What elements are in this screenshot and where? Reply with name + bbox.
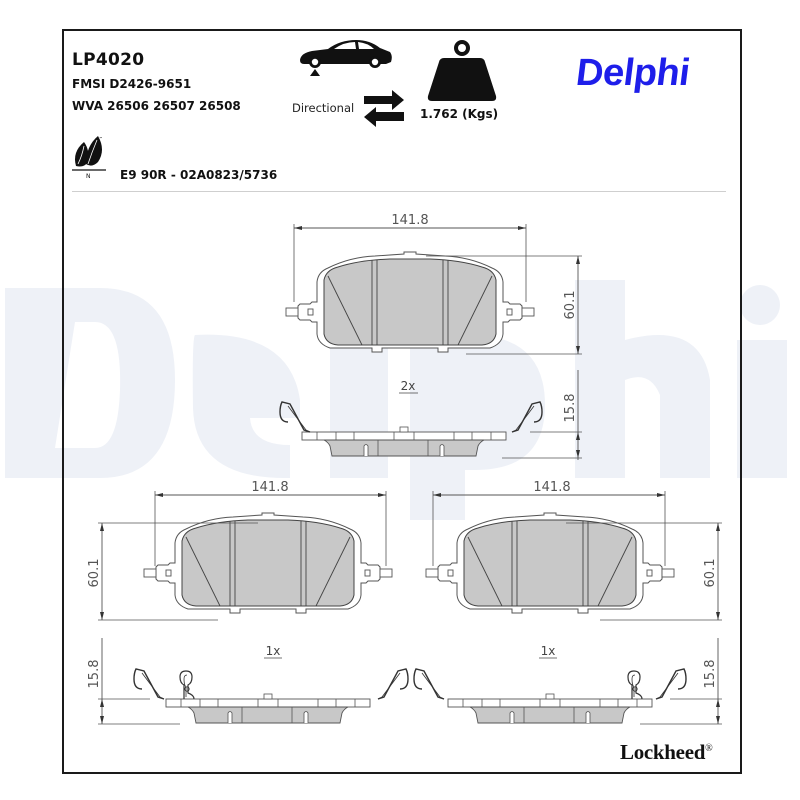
bottom-left-pad-width-dim: 141.8 (251, 480, 288, 495)
eco-leaf-icon: ™ N (72, 136, 106, 180)
bottom-left-pad-quantity: 1x (266, 644, 281, 658)
weight-icon (427, 40, 497, 101)
directional-label: Directional (292, 101, 355, 115)
svg-text:™: ™ (99, 136, 103, 141)
bottom-left-pad-front-view: 141.8 60.1 (87, 480, 393, 621)
approval-code: E9 90R - 02A0823/5736 (120, 168, 278, 182)
part-number: LP4020 (72, 50, 145, 70)
wva-codes: WVA 26506 26507 26508 (72, 99, 241, 113)
top-pad-thickness-dim: 15.8 (563, 394, 578, 423)
weight-value: 1.762 (Kgs) (420, 107, 499, 121)
header-divider (72, 191, 726, 192)
bottom-right-pad-side-view: 1x 15.8 (413, 638, 722, 725)
footer-brand-text: Lockheed (620, 740, 706, 764)
bottom-right-pad-quantity: 1x (541, 644, 556, 658)
brand-logo: Delphi (574, 52, 691, 94)
registered-mark: ® (705, 743, 713, 754)
top-pad-quantity: 2x (401, 379, 416, 393)
bottom-right-pad-width-dim: 141.8 (533, 480, 570, 495)
footer-brand-logo: Lockheed® (620, 740, 713, 765)
top-pad-width-dim: 141.8 (391, 213, 428, 228)
spec-sheet-frame (62, 29, 742, 774)
top-pad-height-dim: 60.1 (563, 291, 578, 320)
bottom-right-pad-height-dim: 60.1 (703, 559, 718, 588)
svg-text:N: N (86, 173, 91, 180)
bottom-right-pad-front-view: 141.8 60.1 (425, 480, 722, 621)
bottom-left-pad-height-dim: 60.1 (87, 559, 102, 588)
bottom-left-pad-thickness-dim: 15.8 (87, 660, 102, 689)
directional-arrows-icon (364, 90, 404, 127)
car-axle-position-icon (300, 40, 392, 76)
top-pad-side-view: 2x 15.8 (279, 370, 582, 460)
top-pad-front-view: 141.8 60.1 (285, 213, 582, 355)
bottom-left-pad-side-view: 1x 15.8 (87, 638, 409, 725)
fmsi-code: FMSI D2426-9651 (72, 77, 192, 91)
bottom-right-pad-thickness-dim: 15.8 (703, 660, 718, 689)
